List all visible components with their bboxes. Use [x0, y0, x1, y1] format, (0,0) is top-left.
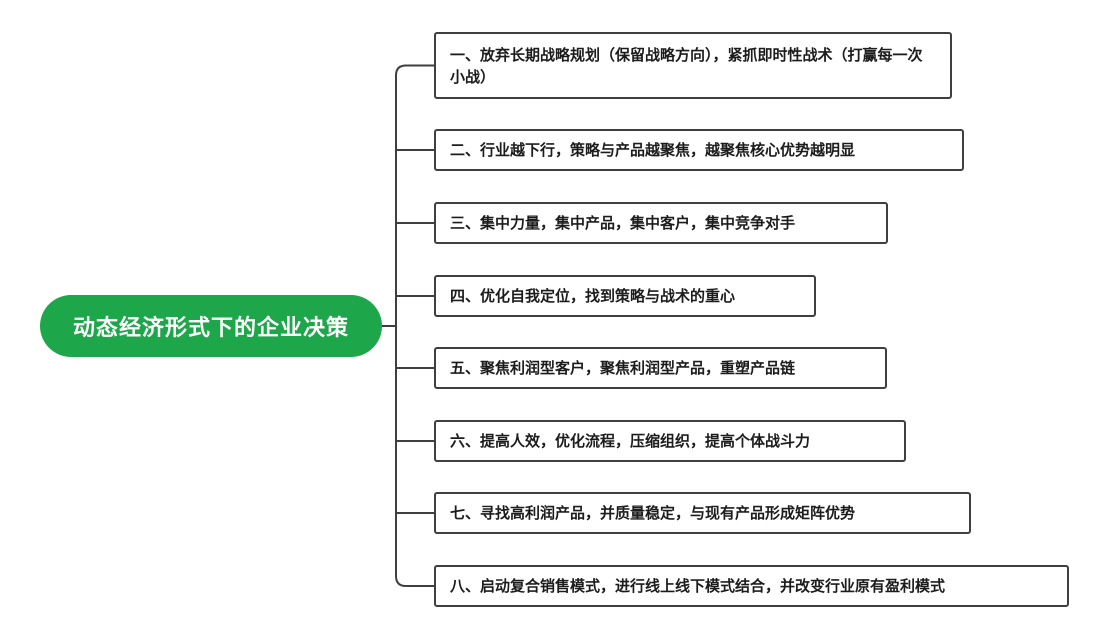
branch-topic-5-label: 五、聚焦利润型客户，聚焦利润型产品，重塑产品链 [450, 359, 796, 377]
connector-branch-8 [395, 575, 434, 587]
connector-branch-1 [395, 64, 434, 76]
root-topic[interactable]: 动态经济形式下的企业决策 [40, 295, 382, 357]
branch-topic-6-label: 六、提高人效，优化流程，压缩组织，提高个体战斗力 [450, 432, 811, 450]
branch-topic-3-label: 三、集中力量，集中产品，集中客户，集中竞争对手 [450, 214, 796, 232]
branch-topic-7[interactable]: 七、寻找高利润产品，并质量稳定，与现有产品形成矩阵优势 [434, 492, 971, 534]
branch-topic-8-label: 八、启动复合销售模式，进行线上线下模式结合，并改变行业原有盈利模式 [450, 577, 946, 595]
branch-topic-4-label: 四、优化自我定位，找到策略与战术的重心 [450, 287, 736, 305]
branch-topic-6[interactable]: 六、提高人效，优化流程，压缩组织，提高个体战斗力 [434, 420, 906, 462]
branch-topic-7-label: 七、寻找高利润产品，并质量稳定，与现有产品形成矩阵优势 [450, 504, 856, 522]
branch-topic-4[interactable]: 四、优化自我定位，找到策略与战术的重心 [434, 275, 816, 317]
branch-topic-3[interactable]: 三、集中力量，集中产品，集中客户，集中竞争对手 [434, 202, 888, 244]
branch-topic-1-label: 一、放弃长期战略规划（保留战略方向），紧抓即时性战术（打赢每一次小战） [450, 45, 923, 86]
branch-topic-2-label: 二、行业越下行，策略与产品越聚焦，越聚焦核心优势越明显 [450, 141, 856, 159]
branch-topic-1[interactable]: 一、放弃长期战略规划（保留战略方向），紧抓即时性战术（打赢每一次小战） [434, 32, 952, 99]
branch-topic-5[interactable]: 五、聚焦利润型客户，聚焦利润型产品，重塑产品链 [434, 347, 887, 389]
branch-topic-2[interactable]: 二、行业越下行，策略与产品越聚焦，越聚焦核心优势越明显 [434, 129, 964, 171]
branch-topic-8[interactable]: 八、启动复合销售模式，进行线上线下模式结合，并改变行业原有盈利模式 [434, 565, 1069, 607]
